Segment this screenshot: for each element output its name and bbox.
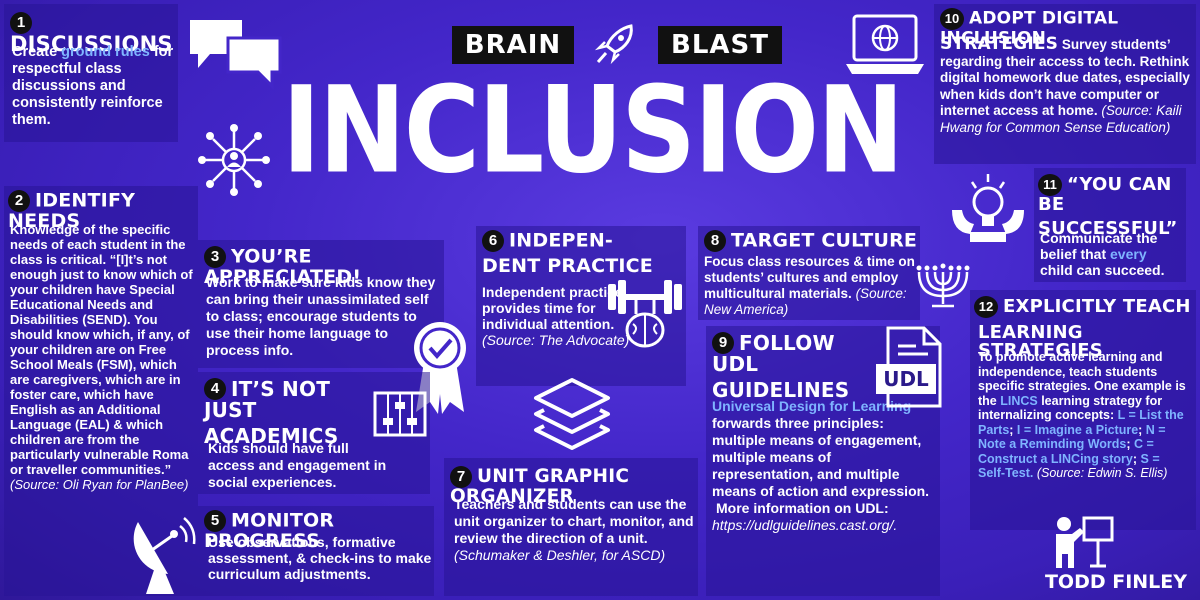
tip-4-title-line1: IT’S NOT JUST xyxy=(204,377,331,422)
tip-8-culture xyxy=(698,226,920,320)
tip-1-header: 1DISCUSSIONS xyxy=(10,12,185,55)
abacus-icon xyxy=(372,390,428,438)
tip-8-source: (Source: New America) xyxy=(704,286,907,317)
tip-10-source: (Source: Kaili Hwang for Common Sense Ed… xyxy=(940,103,1182,135)
tip-9-text: Universal Design for Learning forwards t… xyxy=(712,398,932,534)
satellite-dish-icon xyxy=(124,514,198,598)
udl-more-info: More information on UDL: xyxy=(716,500,889,516)
tip-12-title-line2: LEARNING STRATEGIES xyxy=(978,322,1103,361)
tip-7-title: UNIT GRAPHIC ORGANIZER xyxy=(450,465,630,507)
chat-bubbles-icon xyxy=(186,14,284,92)
tip-5-text: Use observations, formative assessment, … xyxy=(208,534,432,582)
every-link: every xyxy=(1110,246,1147,262)
rocket-icon xyxy=(587,22,647,68)
tip-8-text: Focus class resources & time on students… xyxy=(704,254,915,317)
tip-1-title: DISCUSSIONS xyxy=(10,32,173,56)
tip-10-title-line1: ADOPT DIGITAL INCLUSION xyxy=(940,8,1119,49)
tip-11-title-line1: “YOU CAN BE xyxy=(1038,174,1172,215)
tip-6-title-line2: DENT PRACTICE xyxy=(482,255,653,277)
tip-5-title: MONITOR PROGRESS xyxy=(204,509,335,552)
tip-6-source: (Source: The Advocate) xyxy=(482,332,630,348)
tip-6-independent xyxy=(476,226,686,386)
tip-12-strategies xyxy=(970,290,1196,530)
author-credit: TODD FINLEY xyxy=(1044,571,1188,593)
tip-6-number: 6 xyxy=(482,230,504,252)
tip-10-number: 10 xyxy=(940,8,964,30)
tip-12-source: (Source: Edwin S. Ellis) xyxy=(1036,466,1168,480)
page-title: INCLUSION xyxy=(282,59,904,201)
tip-3-appreciated xyxy=(198,240,444,368)
tip-7-organizer xyxy=(444,458,698,596)
tip-2-source: (Source: Oli Ryan for PlanBee) xyxy=(10,477,189,492)
ground-rules-link[interactable]: ground rules xyxy=(61,44,150,60)
tip-3-title: YOU’RE APPRECIATED! xyxy=(204,245,362,288)
tip-4-text: Kids should have full access and engagem… xyxy=(208,440,387,490)
tip-9-number: 9 xyxy=(712,332,734,354)
tip-11-title-line2: SUCCESSFUL” xyxy=(1038,218,1178,240)
tip-12-number: 12 xyxy=(974,296,998,318)
teacher-board-icon xyxy=(1050,514,1116,570)
brain-blast-banner: BRAIN BLAST xyxy=(452,22,782,68)
tip-7-source: (Schumaker & Deshler, for ASCD) xyxy=(454,547,666,563)
lincs-link: LINCS xyxy=(1000,393,1038,408)
tip-1-number: 1 xyxy=(10,12,32,34)
udl-doc-label: UDL xyxy=(883,367,929,391)
tip-6-title-line1: INDEPEN- xyxy=(509,229,614,252)
tip-7-text: Teachers and students can use the unit o… xyxy=(454,496,694,563)
tip-10-title-line2: STRATEGIES xyxy=(940,34,1059,54)
tip-4-number: 4 xyxy=(204,378,226,400)
network-person-icon xyxy=(196,122,272,198)
tip-6-text: Independent practice provides time for i… xyxy=(482,284,630,348)
tip-9-title-line1: FOLLOW UDL xyxy=(712,331,835,376)
tip-5-number: 5 xyxy=(204,510,226,532)
tip-2-number: 2 xyxy=(8,190,30,212)
tip-11-number: 11 xyxy=(1038,174,1062,196)
brain-label: BRAIN xyxy=(452,26,574,64)
tip-7-number: 7 xyxy=(450,466,472,488)
tip-2-identify-needs xyxy=(4,186,198,596)
lightbulb-strong-icon xyxy=(948,172,1028,248)
blast-label: BLAST xyxy=(658,26,782,64)
layers-icon xyxy=(530,376,614,450)
tip-12-text: To promote active learning and independe… xyxy=(978,350,1186,480)
tip-10-digital xyxy=(934,4,1196,164)
barbell-brain-icon xyxy=(606,280,684,350)
tip-9-title-line2: GUIDELINES xyxy=(712,378,850,402)
tip-5-monitor xyxy=(198,506,434,596)
udl-link[interactable]: Universal Design for Learning xyxy=(712,398,912,414)
tip-1-text: Create ground rules for respectful class… xyxy=(12,44,174,128)
tip-12-title-line1: EXPLICITLY TEACH xyxy=(1003,296,1191,317)
tip-10-text: STRATEGIES Survey students’ regarding th… xyxy=(940,34,1190,135)
tip-4-title-line2: ACADEMICS xyxy=(204,424,339,448)
tip-3-number: 3 xyxy=(204,246,226,268)
laptop-globe-icon xyxy=(844,12,926,78)
tip-2-text: Knowledge of the specific needs of each … xyxy=(10,222,193,492)
tip-2-title: IDENTIFY NEEDS xyxy=(8,189,136,232)
tip-1-discussions xyxy=(4,4,178,142)
tip-8-number: 8 xyxy=(704,230,726,252)
tip-3-text: Work to make sure kids know they can bri… xyxy=(206,274,436,358)
udl-url[interactable]: https://udlguidelines.cast.org/. xyxy=(712,517,898,533)
menorah-icon xyxy=(912,262,974,312)
udl-document-icon: UDL xyxy=(876,326,946,408)
tip-11-header: 11“YOU CAN BE SUCCESSFUL” xyxy=(1038,174,1188,238)
tip-8-title: TARGET CULTURE xyxy=(731,229,918,252)
tip-11-text: Communicate the belief that every child … xyxy=(1040,230,1165,278)
